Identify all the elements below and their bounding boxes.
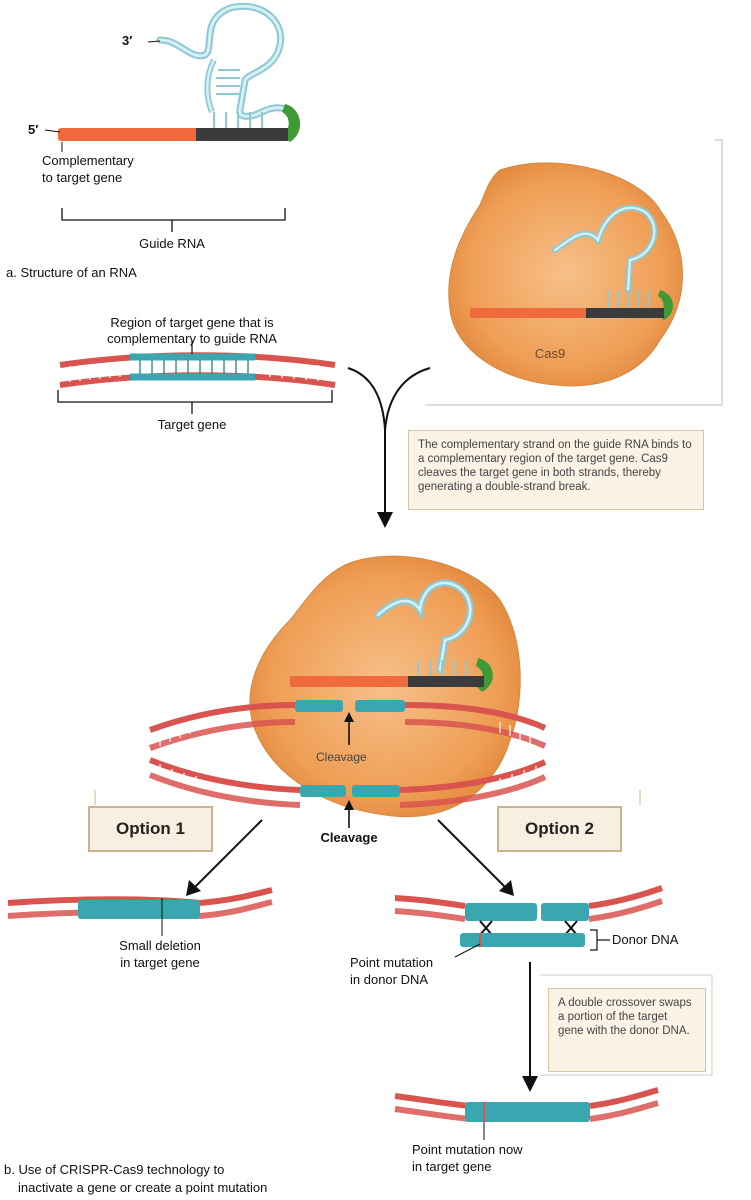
complementary-label-line1: Complementary	[42, 153, 134, 168]
region-label-line2: complementary to guide RNA	[107, 331, 277, 346]
option-arrows	[94, 790, 641, 896]
cas9-complex-top	[425, 139, 723, 406]
option2-dna	[394, 885, 713, 1092]
guide-rna-label: Guide RNA	[139, 236, 205, 251]
merge-arrow	[347, 367, 431, 528]
target-gene-label: Target gene	[157, 417, 227, 432]
point-mutation-donor-line1: Point mutation	[350, 955, 434, 970]
option1-box: Option 1	[88, 806, 213, 852]
small-deletion-line2: in target gene	[120, 955, 200, 970]
option2-box: Option 2	[497, 806, 622, 852]
region-label-line1: Region of target gene that is	[110, 315, 274, 330]
final-point-mutation-line1: Point mutation now	[412, 1142, 523, 1157]
target-gene-dna	[57, 340, 336, 414]
crossover-note: A double crossover swaps a portion of th…	[548, 988, 706, 1072]
label-3-prime: 3′	[122, 33, 133, 48]
final-point-mutation-line2: in target gene	[412, 1159, 492, 1174]
complementary-label-line2: to target gene	[42, 170, 123, 185]
option1-dna	[7, 887, 273, 936]
small-deletion-line1: Small deletion	[119, 938, 201, 953]
caption-a: a. Structure of an RNA	[6, 265, 137, 280]
point-mutation-donor-line2: in donor DNA	[350, 972, 429, 987]
cleavage-outer-label: Cleavage	[320, 830, 378, 845]
donor-dna-label: Donor DNA	[612, 932, 679, 947]
binding-note: The complementary strand on the guide RN…	[408, 430, 704, 510]
caption-b-line1: b. Use of CRISPR-Cas9 technology to	[4, 1162, 225, 1177]
caption-b-line2: inactivate a gene or create a point muta…	[18, 1180, 268, 1195]
cleavage-inner-label: Cleavage	[316, 750, 367, 764]
cas9-label: Cas9	[534, 346, 566, 361]
guide-rna-structure	[44, 2, 301, 232]
final-dna	[394, 1087, 659, 1140]
cas9-bound-complex	[148, 555, 547, 828]
label-5-prime: 5′	[28, 122, 39, 137]
